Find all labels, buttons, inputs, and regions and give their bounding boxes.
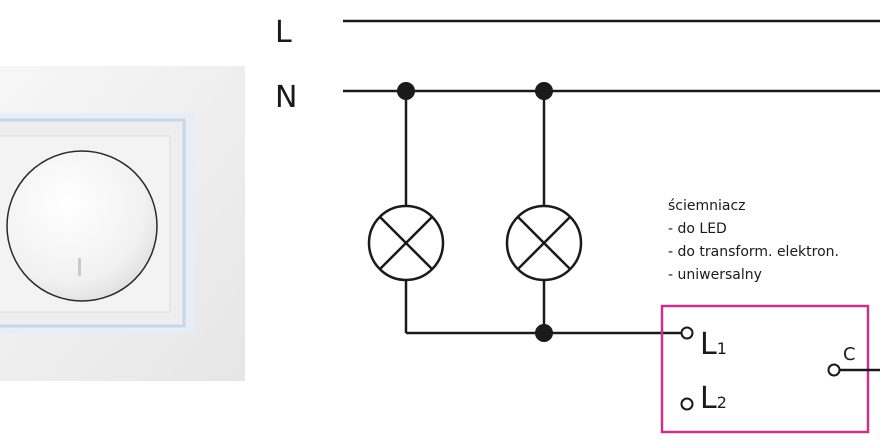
led-frame-glow (0, 113, 195, 333)
terminal-circle (827, 363, 841, 377)
terminal-l2: L2 (680, 381, 727, 416)
dimmer-note-option: - uniwersalny (668, 267, 762, 283)
lamp-symbol (367, 204, 445, 282)
dimmer-note-option: - do LED (668, 221, 727, 237)
junction-dot (535, 324, 553, 342)
svg-text:L1: L1 (700, 327, 727, 362)
terminal-c: C (827, 344, 880, 377)
terminal-l1: L1 (680, 326, 727, 362)
dimmer-switch-photo (0, 66, 245, 381)
terminal-l2-letter: L (700, 381, 717, 416)
terminal-l1-index: 1 (717, 339, 727, 358)
terminal-c-label: C (843, 344, 856, 365)
label-neutral: N (275, 80, 297, 115)
lamp-symbol (505, 204, 583, 282)
terminal-circle (680, 326, 694, 340)
dimmer-note-option: - do transform. elektron. (668, 244, 839, 260)
dimmer-note: ściemniacz - do LED - do transform. elek… (668, 198, 839, 283)
label-live: L (275, 15, 292, 50)
svg-text:L2: L2 (700, 381, 727, 416)
dimmer-note-title: ściemniacz (668, 198, 746, 214)
knob-indicator-mark (78, 258, 81, 276)
terminal-circle (680, 397, 694, 411)
terminal-l2-index: 2 (717, 393, 727, 412)
terminal-l1-letter: L (700, 327, 717, 362)
dimmer-knob (6, 150, 158, 302)
